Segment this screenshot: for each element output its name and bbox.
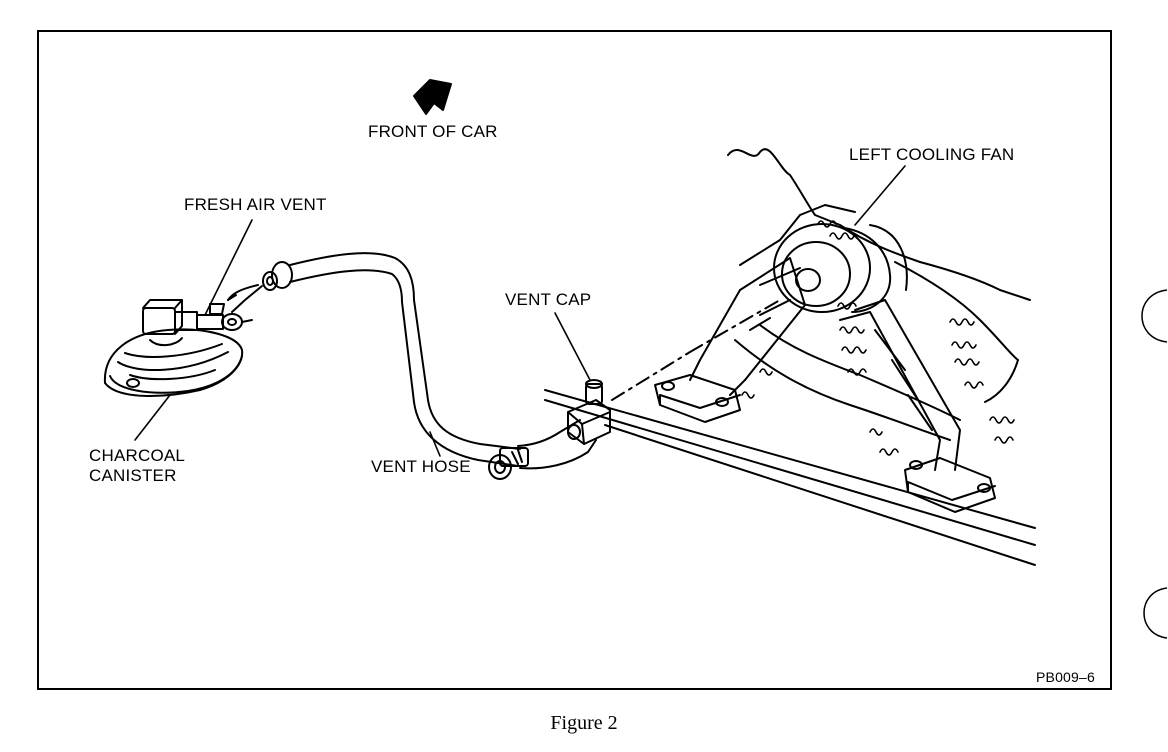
binder-hole-bottom [1143,587,1168,639]
vent-hose [227,252,597,480]
label-vent-hose: VENT HOSE [371,457,471,476]
mounting-bracket [544,299,1036,566]
label-vent-cap: VENT CAP [505,290,592,309]
leader-left-cooling-fan [854,165,906,226]
leader-lines [134,165,906,457]
figure-frame [37,30,1112,690]
front-arrow-icon [413,79,452,115]
leader-charcoal-canister [134,394,171,441]
leader-vent-cap [554,312,591,381]
label-left-cooling-fan: LEFT COOLING FAN [849,145,1015,164]
charcoal-canister [103,294,253,397]
label-front-of-car: FRONT OF CAR [368,122,498,141]
leader-fresh-air-vent [204,219,253,316]
figure-caption: Figure 2 [550,712,618,734]
label-fresh-air-vent: FRESH AIR VENT [184,195,327,214]
radiator-shroud [727,148,1031,441]
figure-code: PB009–6 [1036,669,1096,685]
label-charcoal-canister-line1: CHARCOAL [89,446,186,465]
binder-hole-top [1141,289,1168,343]
label-charcoal-canister-line2: CANISTER [89,466,177,485]
left-cooling-fan-illustration [654,204,996,513]
radiator-fins [741,220,1015,456]
leader-vent-hose [429,431,441,457]
